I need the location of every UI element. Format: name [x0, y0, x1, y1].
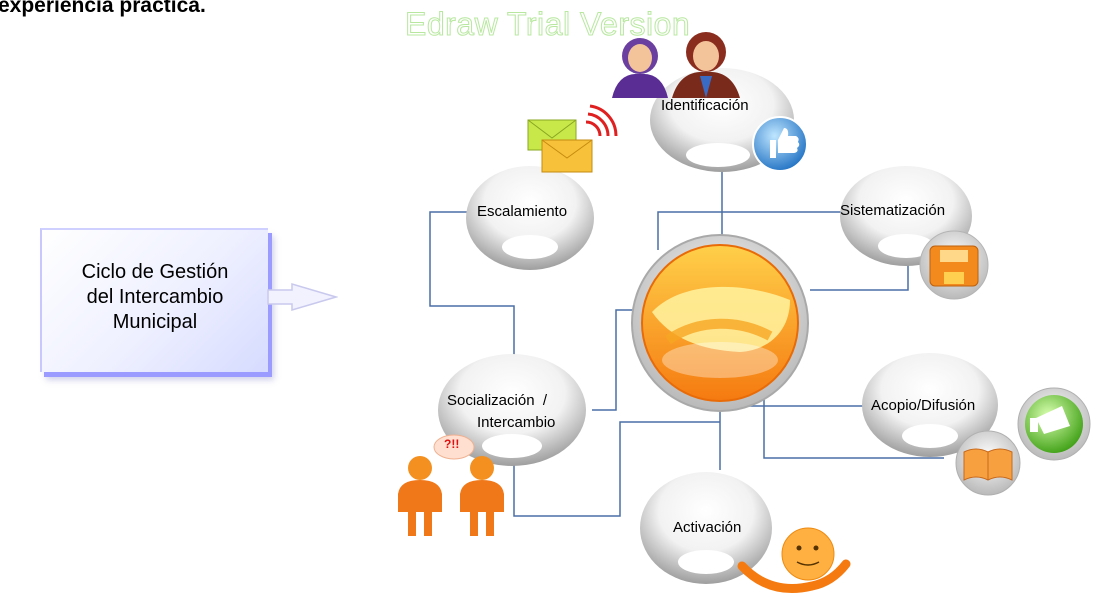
connector-lines: [429, 165, 944, 517]
connector-escalamiento: [429, 211, 515, 362]
node-socializacion-label-1: Socialización /: [447, 392, 548, 409]
cycle-callout-box: Ciclo de Gestión del Intercambio Municip…: [40, 228, 268, 372]
central-hub-handshake-icon: [631, 234, 809, 412]
trial-watermark: Edraw Trial Version: [404, 6, 691, 43]
node-sistematizacion-label: Sistematización: [840, 202, 946, 219]
callout-line-3: Municipal: [112, 311, 198, 333]
floppy-disk-icon: [919, 230, 989, 300]
node-activacion-label: Activación: [673, 519, 742, 536]
megaphone-icon: [1017, 387, 1091, 461]
callout-arrow-icon: [267, 282, 338, 312]
people-icon: [398, 434, 504, 536]
node-identificacion-label: Identificación: [661, 97, 749, 114]
book-icon: [955, 430, 1021, 496]
callout-line-1: Ciclo de Gestión: [81, 261, 229, 283]
node-acopio-shape: [862, 353, 998, 457]
thumbs-up-icon: [752, 116, 808, 172]
smiley-icon: [737, 527, 851, 593]
callout-text: Ciclo de Gestión del Intercambio Municip…: [42, 260, 268, 335]
connector-sistematizacion: [810, 258, 909, 291]
speech-bubble-text: ?!!: [444, 437, 460, 451]
connector-acopio-lower: [763, 395, 944, 459]
connector-socializacion: [592, 309, 642, 411]
users-icon: [612, 32, 740, 98]
callout-line-2: del Intercambio: [86, 286, 224, 308]
node-activacion-shape: [640, 472, 772, 584]
connector-bottom-left: [513, 421, 720, 517]
node-socializacion-label-2: Intercambio: [477, 414, 556, 431]
node-escalamiento-shape: [466, 166, 594, 270]
node-socializacion-shape: [438, 354, 586, 466]
page-heading: experiencia práctica.: [0, 0, 206, 17]
node-acopio-label: Acopio/Difusión: [871, 397, 976, 414]
connector-hub-top: [657, 211, 843, 250]
email-icon: [527, 104, 618, 173]
node-escalamiento-label: Escalamiento: [477, 203, 568, 220]
